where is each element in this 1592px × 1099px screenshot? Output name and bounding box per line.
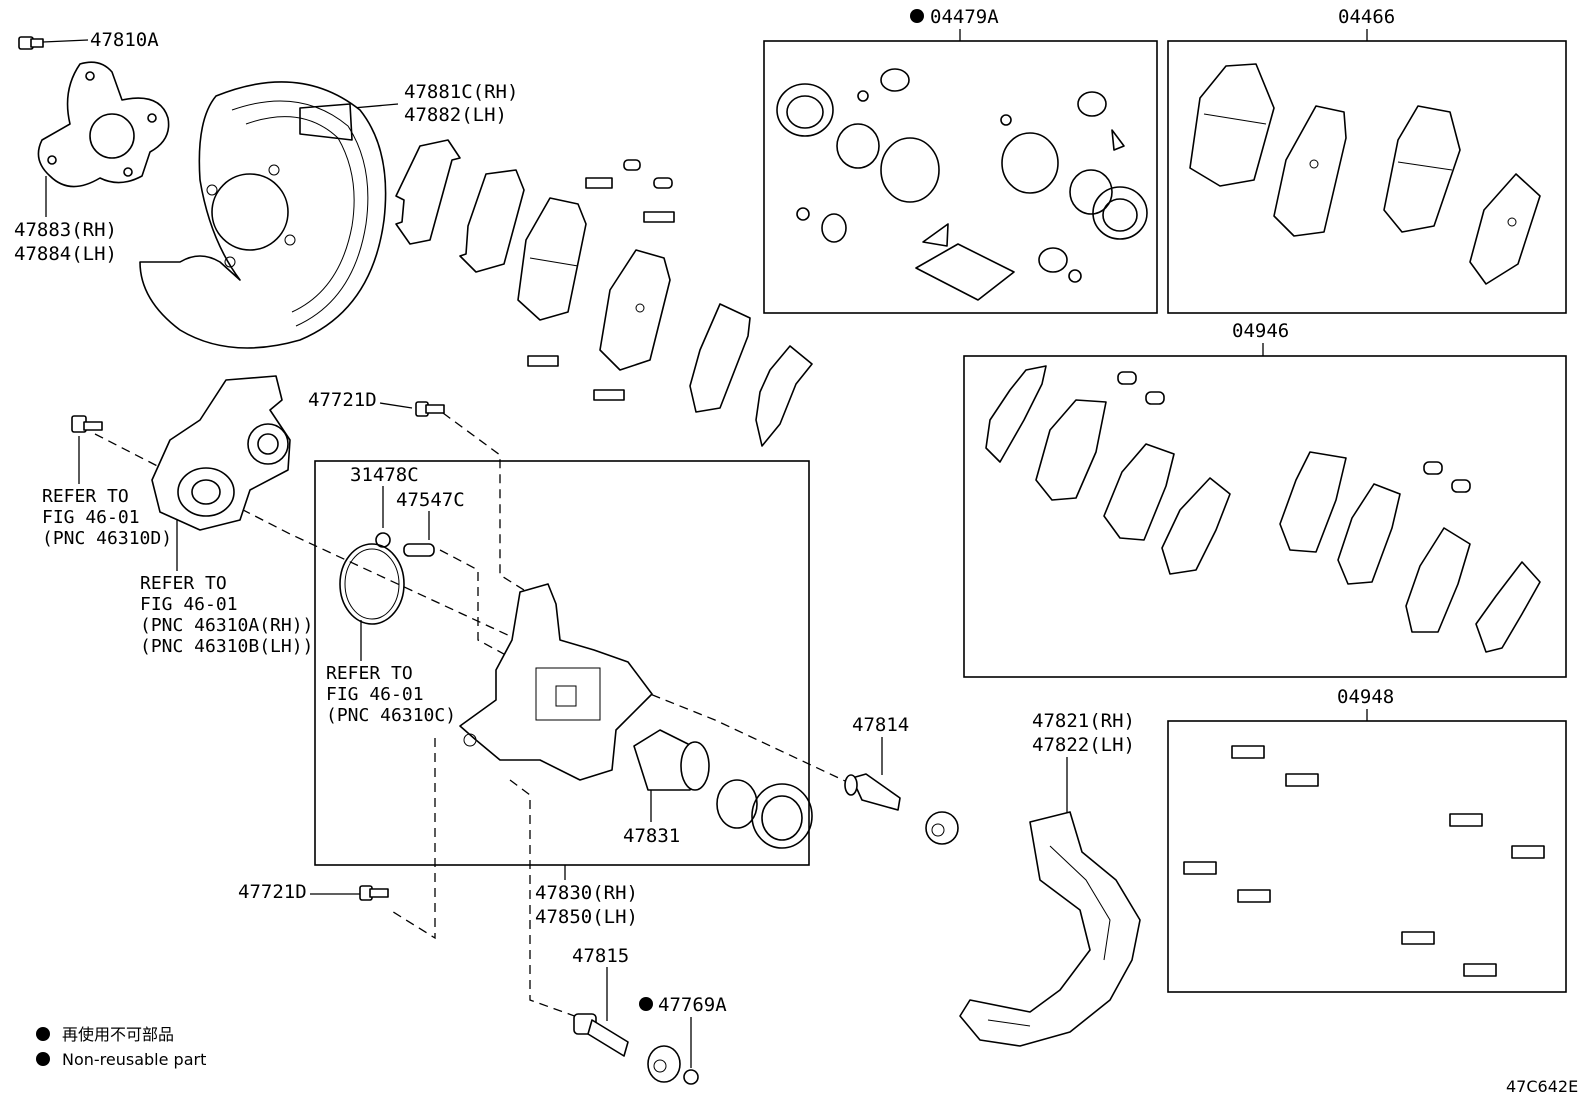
svg-text:FIG 46-01: FIG 46-01 — [42, 507, 140, 528]
ring-47769A-icon[interactable] — [683, 1069, 699, 1085]
kit-label-04948[interactable]: 04948 — [1337, 686, 1394, 708]
kit-box-04948[interactable] — [1167, 720, 1567, 993]
ref-pnc-46310A-B[interactable]: REFER TO FIG 46-01 (PNC 46310A(RH)) (PNC… — [140, 573, 313, 657]
svg-text:REFER TO: REFER TO — [42, 486, 129, 507]
bolt-ref-46310D-icon[interactable] — [71, 415, 103, 433]
caliper-assembly-box — [314, 460, 810, 866]
svg-text:REFER TO: REFER TO — [326, 663, 413, 684]
label-31478C[interactable]: 31478C — [350, 464, 419, 486]
legend-line-jp: 再使用不可部品 — [62, 1025, 174, 1044]
label-47883[interactable]: 47883(RH) — [14, 219, 117, 241]
bleeder-bolt-47721D-top-icon[interactable] — [415, 401, 445, 417]
label-47884[interactable]: 47884(LH) — [14, 243, 117, 265]
label-47547C[interactable]: 47547C — [396, 489, 465, 511]
dust-cover-47881C-icon[interactable] — [139, 81, 387, 349]
ref-pnc-46310D[interactable]: REFER TO FIG 46-01 (PNC 46310D) — [42, 486, 172, 549]
label-47850[interactable]: 47850(LH) — [535, 906, 638, 928]
kit-box-04946[interactable] — [963, 355, 1567, 678]
steering-knuckle-icon[interactable] — [151, 375, 291, 531]
boot-47769A-icon[interactable] — [647, 1045, 681, 1083]
seal-kit-04479A-contents-icon — [776, 68, 1148, 301]
clip-kit-04948-contents-icon — [1183, 745, 1545, 977]
kit-label-04946[interactable]: 04946 — [1232, 320, 1289, 342]
svg-text:(PNC 46310D): (PNC 46310D) — [42, 528, 172, 549]
svg-text:FIG 46-01: FIG 46-01 — [326, 684, 424, 705]
legend-line-en: Non-reusable part — [62, 1050, 206, 1069]
slide-pin-47815-icon[interactable] — [573, 1013, 629, 1057]
label-47815[interactable]: 47815 — [572, 945, 629, 967]
piston-47831-icon[interactable] — [633, 729, 710, 791]
label-47721D-top[interactable]: 47721D — [308, 389, 377, 411]
label-47769A[interactable]: 47769A — [658, 994, 727, 1016]
kit-label-04466[interactable]: 04466 — [1338, 6, 1395, 28]
pin-47547C-icon[interactable] — [403, 543, 435, 557]
shim-kit-04946-contents-icon — [985, 365, 1541, 653]
bolt-47810A-icon[interactable] — [18, 36, 44, 50]
svg-text:REFER TO: REFER TO — [140, 573, 227, 594]
label-47881C[interactable]: 47881C(RH) — [404, 81, 518, 103]
label-47830[interactable]: 47830(RH) — [535, 882, 638, 904]
legend-dot-2-icon — [36, 1052, 50, 1066]
svg-text:(PNC 46310B(LH)): (PNC 46310B(LH)) — [140, 636, 313, 657]
piston-boot-icon[interactable] — [751, 783, 813, 849]
piston-seal-icon[interactable] — [716, 779, 758, 829]
piston-seal-ref-46310C-icon[interactable] — [339, 543, 405, 625]
boot-47814-icon[interactable] — [925, 811, 959, 845]
label-47821[interactable]: 47821(RH) — [1032, 710, 1135, 732]
mounting-bracket-47821-icon[interactable] — [959, 811, 1141, 1047]
svg-text:(PNC 46310A(RH)): (PNC 46310A(RH)) — [140, 615, 313, 636]
figure-id: 47C642E — [1506, 1077, 1578, 1096]
non-reusable-dot-47769A — [639, 997, 653, 1011]
legend-dot-1-icon — [36, 1027, 50, 1041]
shim-plates-icon[interactable] — [395, 139, 813, 447]
label-47810A[interactable]: 47810A — [90, 29, 159, 51]
slide-pin-47814-icon[interactable] — [844, 773, 901, 811]
pad-kit-04466-contents-icon — [1189, 63, 1541, 285]
non-reusable-dot-04479A — [910, 9, 924, 23]
bleeder-bolt-47721D-bottom-icon[interactable] — [359, 885, 389, 901]
label-47831[interactable]: 47831 — [623, 825, 680, 847]
pad-clips-icon[interactable] — [527, 159, 675, 401]
svg-text:FIG 46-01: FIG 46-01 — [140, 594, 238, 615]
label-47882[interactable]: 47882(LH) — [404, 104, 507, 126]
label-47721D-bottom[interactable]: 47721D — [238, 881, 307, 903]
label-47814[interactable]: 47814 — [852, 714, 909, 736]
svg-text:(PNC 46310C): (PNC 46310C) — [326, 705, 456, 726]
kit-label-04479A[interactable]: 04479A — [930, 6, 999, 28]
ref-pnc-46310C[interactable]: REFER TO FIG 46-01 (PNC 46310C) — [326, 663, 456, 726]
caliper-cylinder-47830-icon[interactable] — [459, 583, 653, 781]
label-47822[interactable]: 47822(LH) — [1032, 734, 1135, 756]
hub-plate-47883-icon[interactable] — [37, 61, 170, 188]
